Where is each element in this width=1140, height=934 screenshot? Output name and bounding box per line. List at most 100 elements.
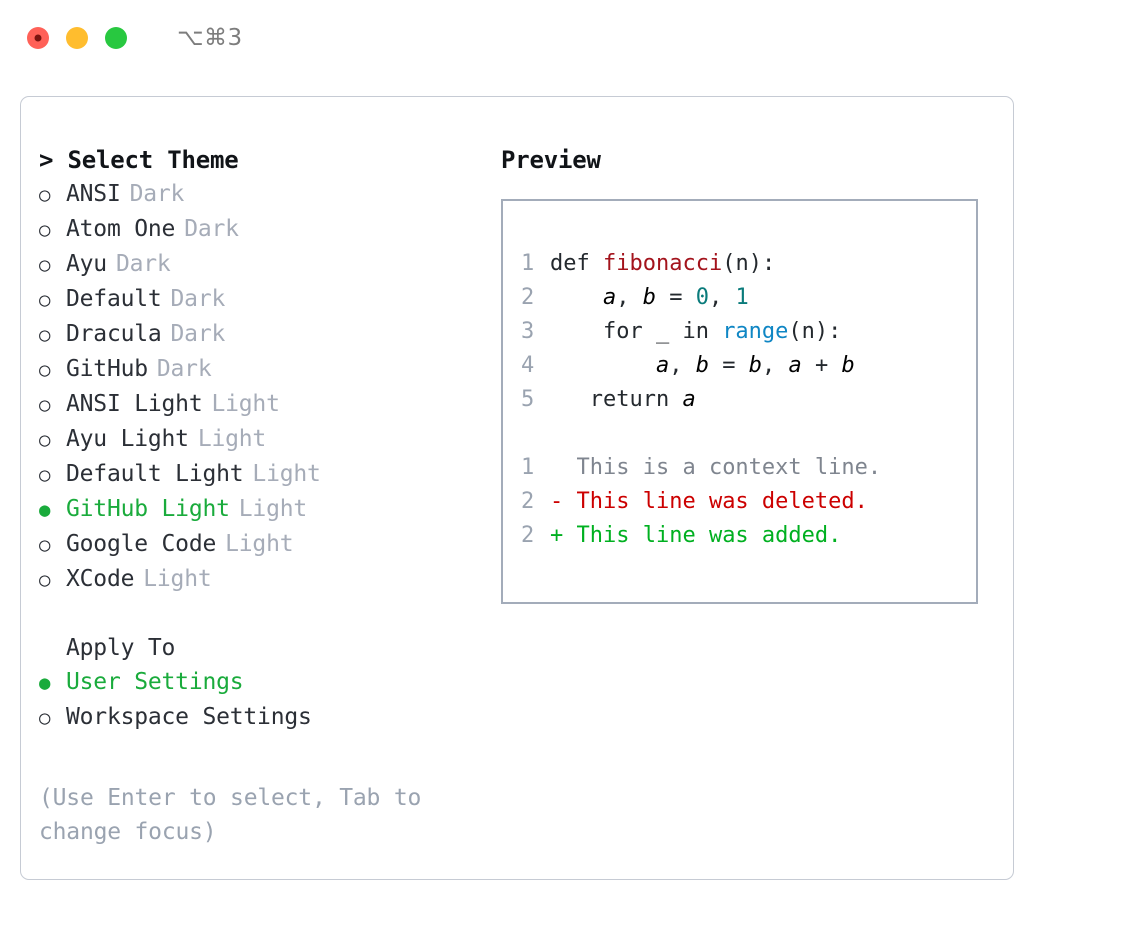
theme-option-variant-badge: Dark [129,181,185,207]
radio-unselected-icon: ○ [39,289,51,311]
code-token [550,281,603,315]
theme-option-atom-one[interactable]: ○ Atom One Dark [39,212,481,247]
apply-to-heading: Apply To [66,635,176,661]
code-token: b [642,285,656,310]
radio-unselected-icon: ○ [39,359,51,381]
preview-heading: Preview [501,146,601,174]
theme-option-label: GitHub Light [66,496,230,522]
theme-option-label: Dracula [66,321,162,347]
code-token: a [602,285,617,310]
code-line: 4 a, b = b, a + b [521,349,976,383]
radio-unselected-icon: ○ [39,569,51,591]
line-number: 2 [521,523,535,548]
theme-option-variant-badge: Dark [170,286,226,312]
code-token: def [550,251,603,276]
theme-option-ansi-light[interactable]: ○ ANSI Light Light [39,387,481,422]
theme-option-default[interactable]: ○ Default Dark [39,282,481,317]
line-number: 4 [521,353,535,378]
traffic-light-group [27,27,127,49]
theme-option-label: Ayu Light [66,426,189,452]
theme-option-variant-badge: Light [211,391,280,417]
code-token: range [722,319,789,344]
code-token: , [616,285,643,310]
code-token: b [695,353,709,378]
diff-text: This is a context line. [563,455,882,480]
diff-sample: 1 This is a context line.2- This line wa… [521,451,976,553]
theme-option-ayu[interactable]: ○ Ayu Dark [39,247,481,282]
code-line: 3 for _ in range(n): [521,315,976,349]
theme-option-xcode[interactable]: ○ XCode Light [39,562,481,597]
title-bar: ⌥⌘3 [0,0,1140,76]
theme-option-label: GitHub [66,356,148,382]
diff-line: 2- This line was deleted. [521,485,976,519]
code-token: (n): [788,319,842,344]
code-token: a [788,353,802,378]
theme-option-label: Default [66,286,162,312]
code-line: 2 a, b = 0, 1 [521,281,976,315]
theme-option-variant-badge: Light [143,566,212,592]
code-token: fibonacci [602,251,723,276]
select-theme-heading: > Select Theme [39,146,239,174]
close-button-icon[interactable] [27,27,49,49]
diff-sign [550,451,563,485]
radio-unselected-icon: ○ [39,324,51,346]
keyboard-hint-text: (Use Enter to select, Tab to change focu… [39,785,422,845]
theme-option-label: XCode [66,566,135,592]
code-token: a [655,353,670,378]
radio-unselected-icon: ○ [39,707,51,729]
code-line: 5 return a [521,383,976,417]
apply-to-option-workspace-settings[interactable]: ○ Workspace Settings [39,700,481,735]
line-number: 2 [521,285,535,310]
theme-option-variant-badge: Dark [115,251,171,277]
line-number: 1 [521,455,535,480]
apply-to-option-label: User Settings [66,669,244,695]
theme-option-label: ANSI [66,181,121,207]
diff-sign: + [550,523,564,548]
theme-option-variant-badge: Dark [156,356,212,382]
code-token: return [550,387,683,412]
code-token: b [841,353,855,378]
radio-unselected-icon: ○ [39,394,51,416]
theme-option-dracula[interactable]: ○ Dracula Dark [39,317,481,352]
theme-option-variant-badge: Dark [170,321,226,347]
apply-to-option-label: Workspace Settings [66,704,312,730]
code-token: b [748,353,762,378]
theme-option-label: Ayu [66,251,107,277]
code-token: , [761,353,789,378]
radio-unselected-icon: ○ [39,464,51,486]
code-token: for _ in [550,319,723,344]
radio-unselected-icon: ○ [39,219,51,241]
diff-line: 1 This is a context line. [521,451,976,485]
code-token: a [682,387,696,412]
code-token: , [708,285,736,310]
code-token: , [669,353,696,378]
minimize-button-icon[interactable] [66,27,88,49]
radio-unselected-icon: ○ [39,429,51,451]
diff-text: This line was deleted. [563,489,868,514]
line-number: 1 [521,251,535,276]
line-number: 5 [521,387,535,412]
theme-option-github[interactable]: ○ GitHub Dark [39,352,481,387]
theme-option-label: ANSI Light [66,391,203,417]
theme-option-variant-badge: Dark [184,216,239,242]
apply-to-option-user-settings[interactable]: ●User Settings [39,665,481,700]
code-token: 1 [735,285,749,310]
code-token: (n): [722,251,776,276]
radio-unselected-icon: ○ [39,534,51,556]
radio-unselected-icon: ○ [39,254,51,276]
theme-option-variant-badge: Light [252,461,321,487]
diff-text: This line was added. [563,523,842,548]
code-token [550,349,656,383]
theme-option-label: Atom One [66,216,176,242]
code-token: + [801,353,842,378]
zoom-button-icon[interactable] [105,27,127,49]
